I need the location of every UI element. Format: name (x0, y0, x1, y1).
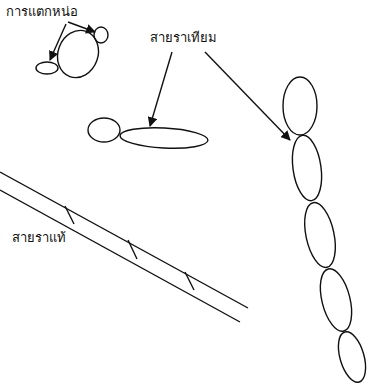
pseudohypha-cell (88, 118, 120, 142)
structure-label: การแตกหน่อ (6, 4, 78, 20)
pseudohypha-cell (333, 329, 370, 386)
septum (185, 272, 194, 290)
pseudohypha-cell (299, 200, 340, 270)
yeast-cell (51, 25, 105, 84)
structure-label: สายราแท้ (12, 230, 66, 246)
pseudohypha-cell (315, 266, 358, 335)
pseudohypha-cell (289, 133, 326, 202)
leader-line (50, 24, 66, 60)
hypha-wall (0, 190, 240, 322)
pseudohypha-cell (120, 126, 209, 151)
bud (36, 62, 58, 74)
leader-line (150, 52, 172, 126)
structure-label: สายราเทียม (150, 30, 217, 46)
bud (94, 27, 108, 43)
leader-line (68, 22, 95, 32)
hypha-wall (0, 172, 248, 308)
septum (128, 240, 137, 259)
pseudohypha-cell (283, 77, 317, 135)
leader-line (205, 52, 290, 140)
septum (65, 206, 74, 224)
